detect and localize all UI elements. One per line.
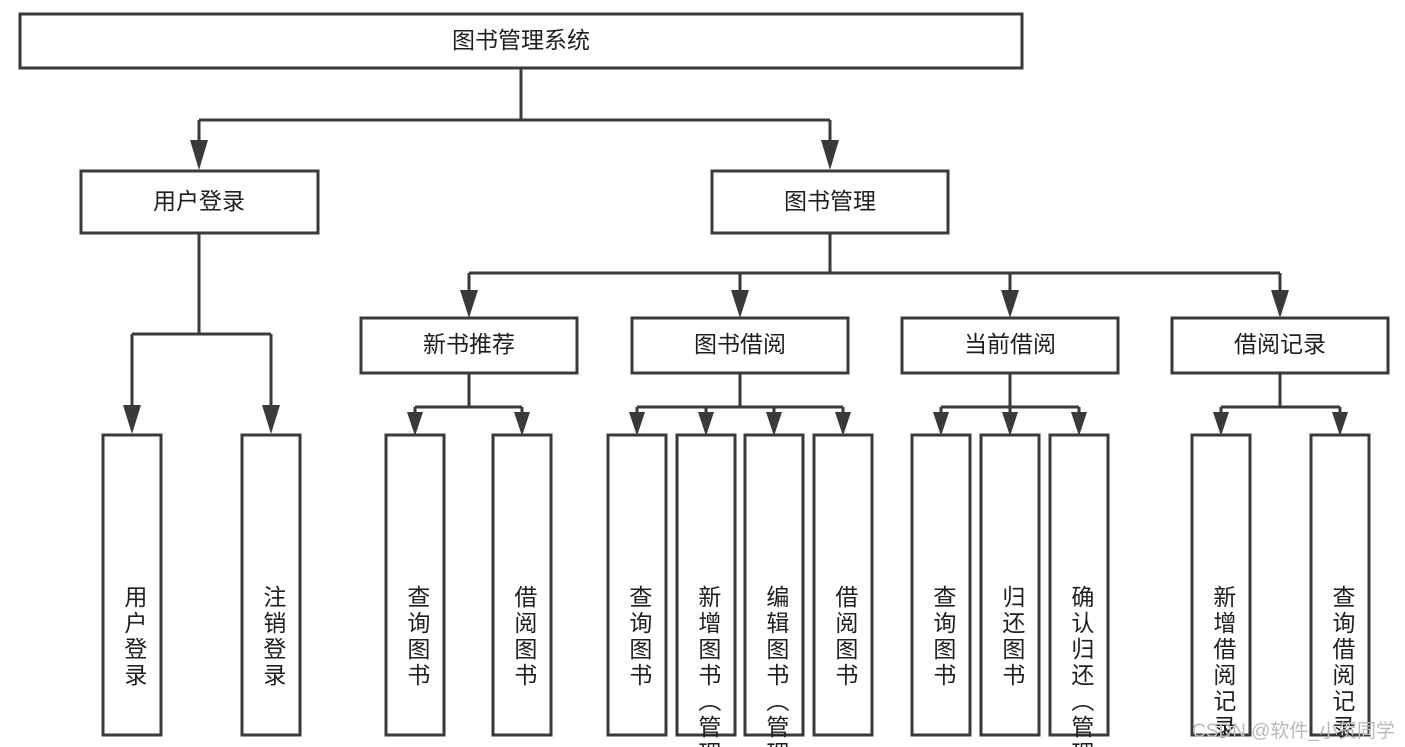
node-leaf-add-book[interactable]: 新增图书（管理员） (675, 433, 737, 747)
node-leaf-confirm-return-box[interactable] (1048, 433, 1110, 737)
node-leaf-query-book-3[interactable]: 查询图书 (910, 433, 972, 737)
node-leaf-query-book-3-box[interactable] (910, 433, 972, 737)
node-leaf-borrow-book-2-label: 借阅图书 (832, 585, 859, 689)
arrow-book-borrow-leaf-3 (766, 412, 782, 436)
node-book-manage-box[interactable] (710, 169, 950, 235)
node-leaf-confirm-return-label: 确认归还（管理员） (1068, 585, 1095, 747)
node-user-login-label: 用户登录 (153, 188, 245, 214)
connectors-group (123, 69, 1348, 436)
node-leaf-add-record-box[interactable] (1190, 433, 1252, 737)
node-leaf-add-book-box[interactable] (675, 433, 737, 737)
node-leaf-edit-book[interactable]: 编辑图书（管理员） (743, 433, 805, 747)
node-leaf-borrow-book-1[interactable]: 借阅图书 (491, 433, 553, 737)
node-leaf-query-book-1[interactable]: 查询图书 (384, 433, 446, 737)
node-root-label: 图书管理系统 (452, 27, 590, 53)
arrow-current-borrow-leaf-1 (933, 412, 949, 436)
node-book-borrow-box[interactable] (630, 316, 850, 375)
node-current-borrow-label: 当前借阅 (964, 331, 1056, 357)
node-current-borrow-box[interactable] (900, 316, 1120, 375)
node-book-borrow[interactable]: 图书借阅 (630, 316, 850, 375)
node-book-manage[interactable]: 图书管理 (710, 169, 950, 235)
node-leaf-borrow-book-2-box[interactable] (812, 433, 874, 737)
arrow-user-login-leaf-2 (262, 405, 280, 434)
node-leaf-query-book-1-label: 查询图书 (404, 585, 431, 689)
node-leaf-user-logout-label: 注销登录 (260, 585, 287, 689)
node-leaf-return-book[interactable]: 归还图书 (979, 433, 1041, 737)
arrow-book-manage-borrow-record (1271, 290, 1289, 318)
arrow-book-manage-book-borrow (731, 290, 749, 318)
arrow-book-borrow-leaf-1 (629, 412, 645, 436)
node-leaf-add-record[interactable]: 新增借阅记录 (1190, 433, 1252, 741)
node-leaf-query-record[interactable]: 查询借阅记录 (1309, 433, 1371, 741)
arrow-book-borrow-leaf-4 (835, 412, 851, 436)
node-leaf-query-book-2-label: 查询图书 (626, 585, 653, 689)
node-new-book-recommend[interactable]: 新书推荐 (359, 316, 579, 375)
arrow-root-to-book-manage (821, 140, 839, 170)
node-leaf-edit-book-box[interactable] (743, 433, 805, 737)
node-new-book-recommend-label: 新书推荐 (423, 331, 515, 357)
node-borrow-record[interactable]: 借阅记录 (1170, 316, 1390, 375)
node-borrow-record-label: 借阅记录 (1234, 331, 1326, 357)
arrow-root-to-user-login (190, 140, 208, 170)
node-root[interactable]: 图书管理系统 (18, 12, 1024, 70)
node-leaf-edit-book-label: 编辑图书（管理员） (763, 585, 790, 747)
node-leaf-query-record-box[interactable] (1309, 433, 1371, 737)
node-leaf-user-login-label: 用户登录 (121, 585, 148, 689)
node-book-manage-label: 图书管理 (784, 188, 876, 214)
arrow-book-borrow-leaf-2 (698, 412, 714, 436)
arrow-borrow-record-leaf-1 (1213, 412, 1229, 436)
arrow-borrow-record-leaf-2 (1332, 412, 1348, 436)
node-user-login[interactable]: 用户登录 (79, 169, 320, 235)
node-leaf-borrow-book-1-box[interactable] (491, 433, 553, 737)
node-leaf-user-login[interactable]: 用户登录 (101, 433, 163, 737)
node-current-borrow[interactable]: 当前借阅 (900, 316, 1120, 375)
node-leaf-query-record-label: 查询借阅记录 (1329, 585, 1356, 741)
node-leaf-confirm-return[interactable]: 确认归还（管理员） (1048, 433, 1110, 747)
node-leaf-user-logout[interactable]: 注销登录 (240, 433, 302, 737)
node-new-book-recommend-box[interactable] (359, 316, 579, 375)
node-leaf-add-record-label: 新增借阅记录 (1210, 585, 1237, 741)
node-leaf-user-login-box[interactable] (101, 433, 163, 737)
arrow-new-book-leaf-1 (407, 412, 423, 436)
node-leaf-query-book-1-box[interactable] (384, 433, 446, 737)
arrow-new-book-leaf-2 (514, 412, 530, 436)
node-leaf-query-book-3-label: 查询图书 (930, 585, 957, 689)
node-book-borrow-label: 图书借阅 (694, 331, 786, 357)
node-borrow-record-box[interactable] (1170, 316, 1390, 375)
arrow-book-manage-new-book (460, 290, 478, 318)
node-leaf-query-book-2-box[interactable] (606, 433, 668, 737)
node-leaf-borrow-book-1-label: 借阅图书 (511, 585, 538, 689)
node-leaf-return-book-label: 归还图书 (999, 585, 1026, 689)
node-leaf-return-book-box[interactable] (979, 433, 1041, 737)
arrow-current-borrow-leaf-2 (1002, 412, 1018, 436)
node-root-box[interactable] (18, 12, 1024, 70)
node-user-login-box[interactable] (79, 169, 320, 235)
node-leaf-borrow-book-2[interactable]: 借阅图书 (812, 433, 874, 737)
arrow-user-login-leaf-1 (123, 405, 141, 434)
node-leaf-user-logout-box[interactable] (240, 433, 302, 737)
arrow-book-manage-current-borrow (1001, 290, 1019, 318)
node-leaf-add-book-label: 新增图书（管理员） (695, 585, 722, 747)
node-leaf-query-book-2[interactable]: 查询图书 (606, 433, 668, 737)
arrow-current-borrow-leaf-3 (1071, 412, 1087, 436)
